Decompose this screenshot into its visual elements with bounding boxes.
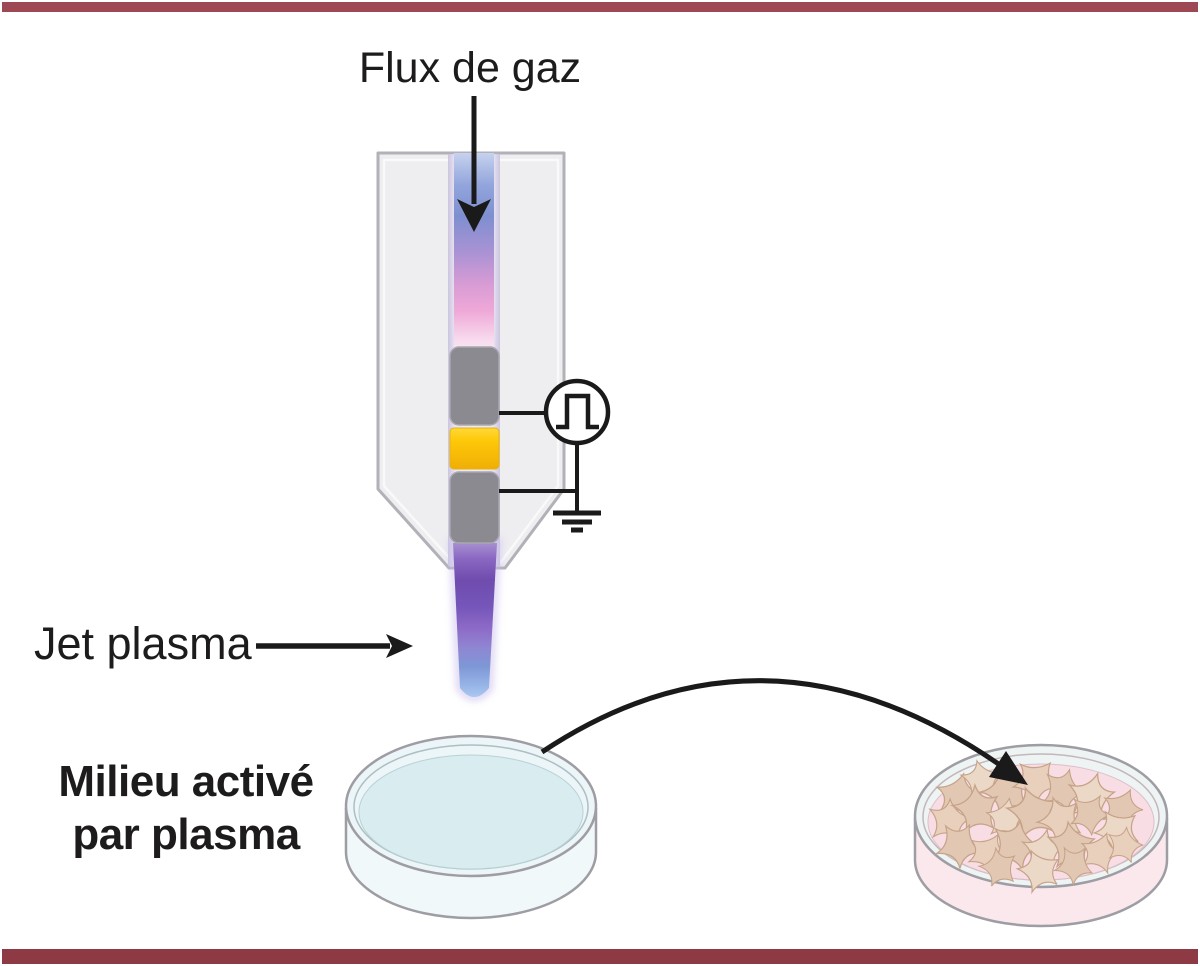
petri-dish-left xyxy=(344,734,598,920)
transfer-arrow-icon xyxy=(540,678,1012,775)
arrows xyxy=(256,96,1028,785)
gas-flow-arrowhead-icon xyxy=(457,199,491,232)
top-border xyxy=(2,2,1198,12)
plasma-jet-beam xyxy=(453,543,497,697)
dielectric-ring xyxy=(449,427,500,470)
activated-medium-label: Milieu activé par plasma xyxy=(24,756,348,862)
gas-flow-label: Flux de gaz xyxy=(358,44,582,92)
activated-medium-line2: par plasma xyxy=(72,809,300,859)
lower-electrode xyxy=(449,471,500,544)
transfer-arrowhead-icon xyxy=(989,751,1028,785)
ground-icon xyxy=(553,510,601,533)
plasma-jet-device xyxy=(376,151,566,702)
pulse-circuit xyxy=(499,378,611,533)
activated-medium-line1: Milieu activé xyxy=(58,757,314,806)
petri-dish-right xyxy=(913,743,1169,928)
plasma-jet-label: Jet plasma xyxy=(34,618,252,669)
bottom-border xyxy=(2,949,1198,964)
device-housing-highlight xyxy=(382,158,560,564)
dish-left-liquid xyxy=(358,754,584,870)
square-pulse-icon xyxy=(556,393,599,430)
upper-electrode xyxy=(449,346,500,426)
pulse-generator-icon xyxy=(543,378,611,446)
jet-pointer-arrowhead-icon xyxy=(386,634,413,658)
